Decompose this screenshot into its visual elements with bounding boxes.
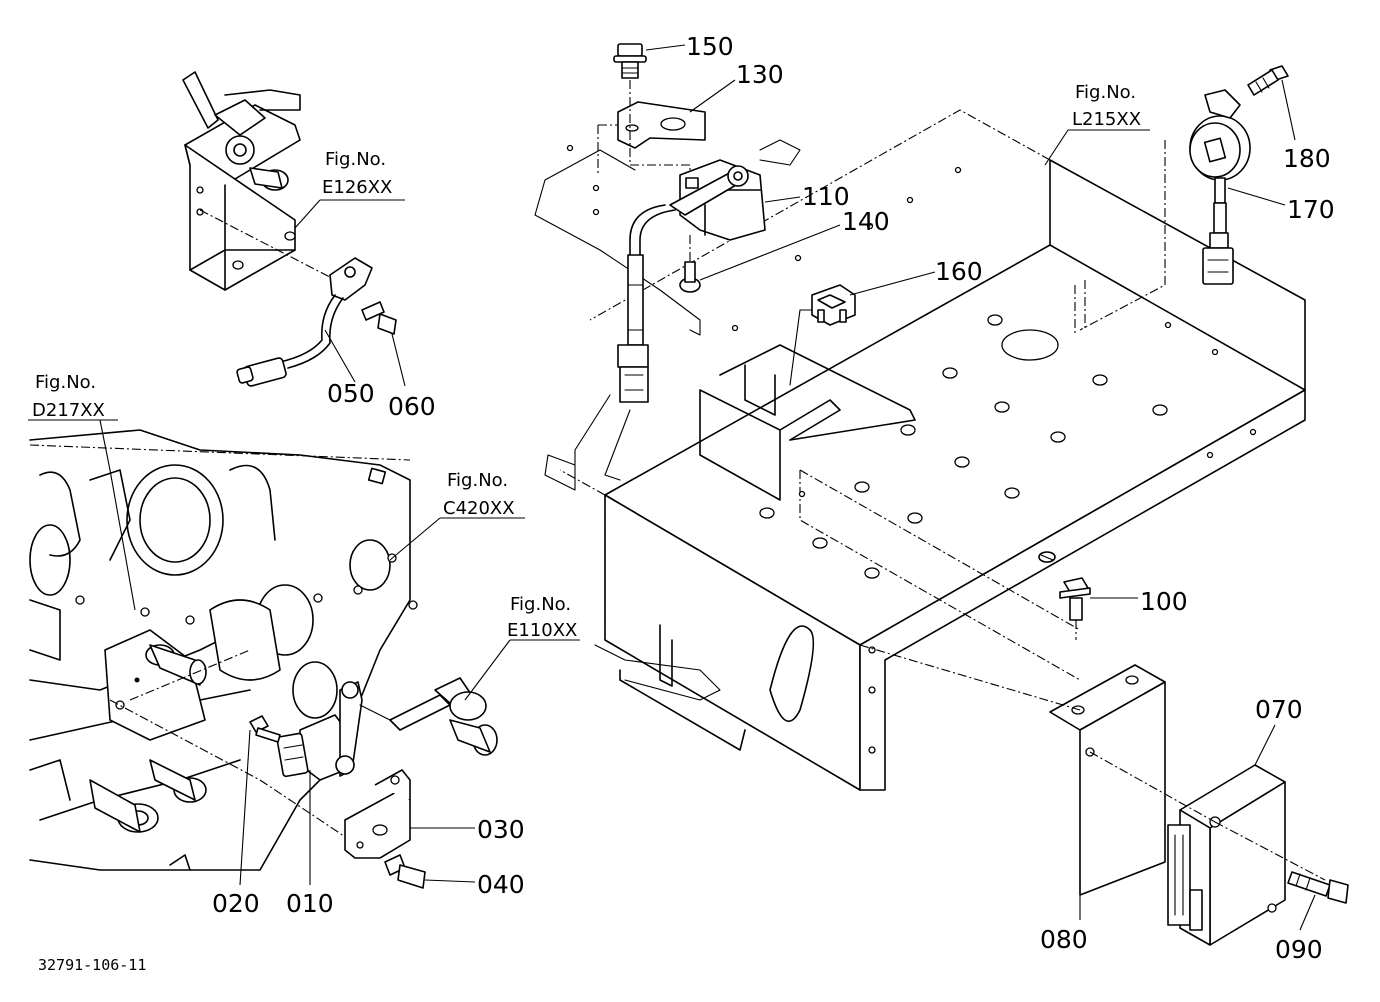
bracket-130 — [597, 79, 736, 175]
sensor-170 — [1189, 89, 1286, 285]
drawing-number: 32791-106-11 — [38, 956, 146, 974]
fig-ref-l215-caption: Fig.No. — [1075, 82, 1136, 103]
label-170: 170 — [1287, 195, 1335, 224]
part-labels: 150 130 110 140 160 180 170 100 070 080 … — [212, 32, 1335, 964]
fig-ref-c420: Fig.No. C420XX — [443, 470, 515, 519]
bolt-100 — [1059, 577, 1138, 640]
fig-ref-e126: Fig.No. E126XX — [322, 149, 392, 198]
fig-ref-l215-code: L215XX — [1072, 109, 1141, 130]
screw-020 — [239, 715, 281, 886]
label-140: 140 — [842, 207, 890, 236]
bolt-180 — [1247, 65, 1296, 141]
switch-160 — [789, 271, 936, 386]
fig-ref-e110-code: E110XX — [507, 620, 577, 641]
fig-ref-c420-caption: Fig.No. — [447, 470, 508, 491]
fig-ref-labels: Fig.No. E126XX Fig.No. D217XX Fig.No. C4… — [32, 82, 1141, 641]
label-050: 050 — [327, 379, 375, 408]
label-030: 030 — [477, 815, 525, 844]
bracket-030 — [344, 769, 475, 859]
label-020: 020 — [212, 889, 260, 918]
actuator-110 — [544, 159, 801, 491]
fig-ref-e126-code: E126XX — [322, 177, 392, 198]
engine-block — [29, 429, 418, 871]
fig-ref-d217-code: D217XX — [32, 400, 105, 421]
bolt-090 — [1287, 871, 1349, 931]
label-130: 130 — [736, 60, 784, 89]
fig-ref-d217-caption: Fig.No. — [35, 372, 96, 393]
bracket-080 — [859, 644, 1166, 920]
label-070: 070 — [1255, 695, 1303, 724]
label-160: 160 — [935, 257, 983, 286]
fig-ref-d217: Fig.No. D217XX — [32, 372, 105, 421]
bolt-040 — [384, 854, 476, 889]
lever-assembly-e110 — [359, 639, 721, 756]
bolt-150 — [613, 43, 686, 79]
label-080: 080 — [1040, 925, 1088, 954]
sensor-050 — [236, 257, 373, 387]
screw-060 — [361, 301, 406, 387]
fig-ref-e110-caption: Fig.No. — [510, 594, 571, 615]
label-150: 150 — [686, 32, 734, 61]
fig-ref-c420-code: C420XX — [443, 498, 515, 519]
controller-070 — [1089, 724, 1326, 946]
throttle-bracket-assembly — [182, 71, 405, 291]
fig-ref-e126-caption: Fig.No. — [325, 149, 386, 170]
label-090: 090 — [1275, 935, 1323, 964]
label-100: 100 — [1140, 587, 1188, 616]
label-180: 180 — [1283, 144, 1331, 173]
label-010: 010 — [286, 889, 334, 918]
label-060: 060 — [388, 392, 436, 421]
position-sensor-010 — [276, 681, 363, 885]
label-110: 110 — [802, 182, 850, 211]
fig-ref-leaders — [28, 129, 1150, 611]
label-040: 040 — [477, 870, 525, 899]
fig-ref-e110: Fig.No. E110XX — [507, 594, 577, 641]
fig-ref-l215: Fig.No. L215XX — [1072, 82, 1141, 130]
screw-140 — [679, 224, 841, 293]
main-frame — [534, 109, 1306, 791]
